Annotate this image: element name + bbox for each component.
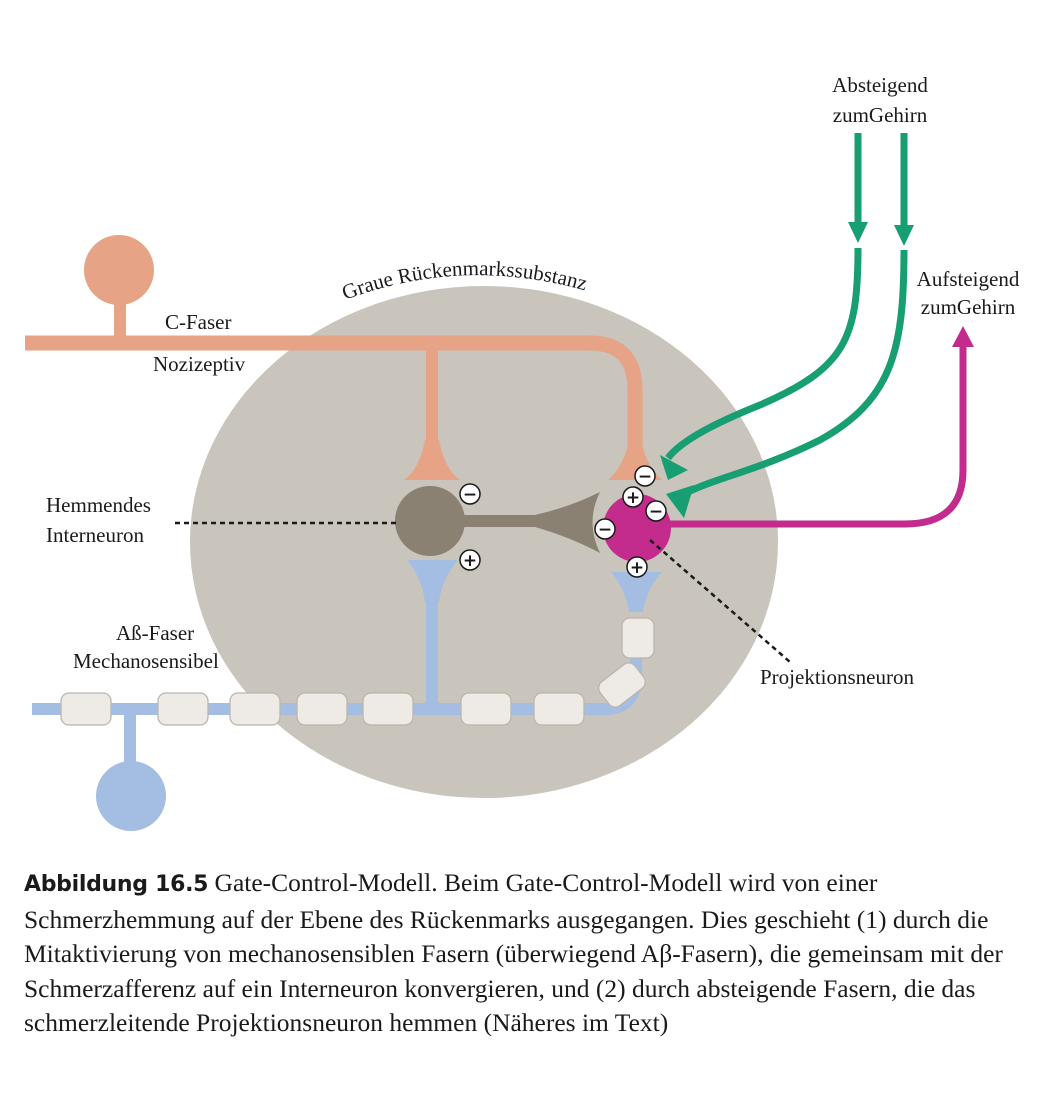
abeta-fiber-cell-body	[96, 761, 166, 831]
interneuron-label-line2: Interneuron	[46, 523, 144, 547]
projection-minus-sign-descending-1: −	[634, 465, 656, 487]
svg-text:−: −	[598, 520, 612, 540]
svg-text:+: +	[463, 551, 477, 571]
figure-label: Abbildung 16.5	[24, 872, 209, 897]
ascending-label-line2: zumGehirn	[921, 295, 1016, 319]
svg-text:−: −	[463, 485, 477, 505]
svg-text:+: +	[630, 558, 644, 578]
svg-text:−: −	[649, 502, 663, 522]
projection-minus-sign-interneuron: −	[594, 518, 616, 540]
c-fiber-sublabel: Nozizeptiv	[153, 352, 246, 376]
caption-text: Gate-Control-Modell. Beim Gate-Control-M…	[24, 868, 1003, 1037]
interneuron-terminal	[535, 492, 600, 553]
interneuron-cell-body	[395, 486, 465, 556]
abeta-synapse-interneuron	[407, 560, 458, 602]
c-fiber-cell-body	[84, 235, 154, 305]
myelin-sheaths	[60, 617, 655, 726]
descending-terminal-1	[660, 455, 688, 480]
abeta-fiber-label: Aß-Faser	[116, 621, 194, 645]
c-fiber-label: C-Faser	[165, 310, 232, 334]
ascending-fiber	[665, 326, 974, 528]
interneuron-minus-sign: −	[459, 483, 481, 505]
abeta-fiber	[32, 560, 662, 831]
projection-minus-sign-descending-2: −	[645, 500, 667, 522]
ascending-arrowhead	[952, 326, 974, 347]
ascending-label-line1: Aufsteigend	[917, 267, 1020, 291]
projection-plus-sign-c-fiber: +	[622, 486, 644, 508]
svg-text:−: −	[638, 467, 652, 487]
descending-fibers	[660, 133, 914, 518]
gate-control-diagram: Graue Rückenmarkssubstanz	[25, 73, 1020, 831]
interneuron-plus-sign: +	[459, 549, 481, 571]
interneuron-label-line1: Hemmendes	[46, 493, 151, 517]
abeta-fiber-sublabel: Mechanosensibel	[73, 649, 219, 673]
projection-plus-sign-abeta: +	[626, 556, 648, 578]
descending-label-line1: Absteigend	[832, 73, 928, 97]
descending-label-line2: zumGehirn	[833, 103, 928, 127]
svg-text:+: +	[626, 488, 640, 508]
abeta-synapse-projection	[611, 572, 662, 612]
inhibitory-interneuron	[395, 486, 600, 556]
figure-caption: Abbildung 16.5 Gate-Control-Modell. Beim…	[24, 866, 1039, 1041]
projection-neuron-leader-line	[649, 539, 791, 663]
descending-terminal-2	[666, 485, 694, 518]
projection-neuron-label: Projektionsneuron	[760, 665, 914, 689]
c-fiber-synapse-interneuron	[404, 440, 460, 480]
